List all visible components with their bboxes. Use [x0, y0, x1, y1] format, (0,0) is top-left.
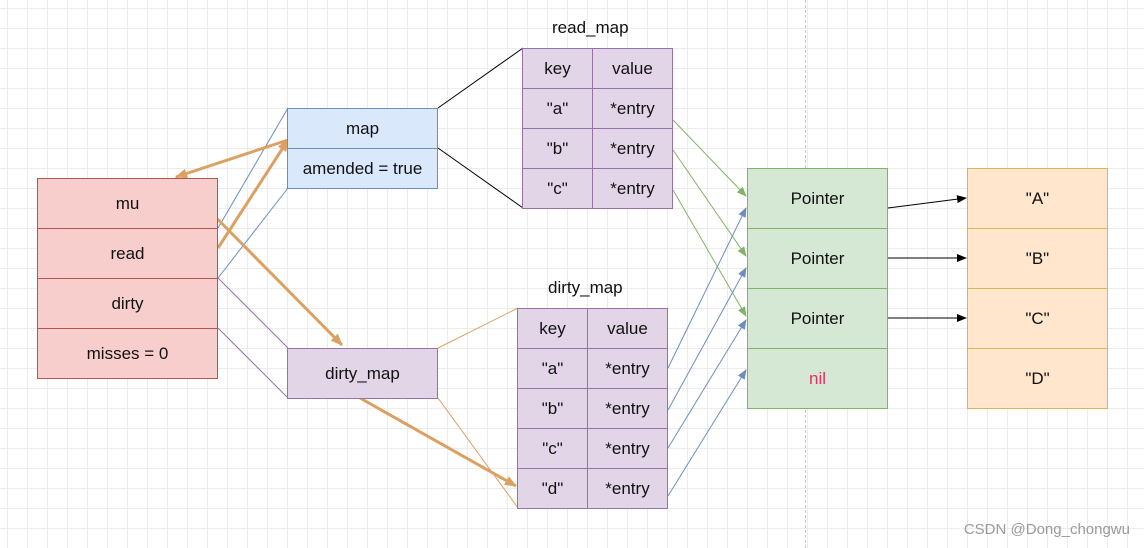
dirty-map-key-b: "b": [517, 388, 588, 429]
blue-arrow-b-to-pointer-2: [667, 267, 747, 411]
dirty-map-title: dirty_map: [548, 278, 623, 297]
read-map-title: read_map: [552, 18, 629, 37]
read-map-value-a: *entry: [592, 88, 673, 129]
read-map-header-key: key: [522, 48, 593, 89]
green-arrow-c-to-pointer-3: [672, 189, 747, 317]
dirty-map-key-d: "d": [517, 468, 588, 509]
dirty-field-to-dirtymap-line-bottom: [217, 327, 289, 399]
dirtyobj-to-dirtymap-line-top: [437, 307, 519, 349]
read-map-key-c: "c": [522, 168, 593, 209]
value-cell-B: "B": [967, 228, 1108, 289]
readonly-field-amended: amended = true: [287, 148, 438, 189]
syncmap-field-read: read: [37, 228, 218, 279]
blue-arrow-d-to-nil: [667, 369, 747, 497]
value-cell-D: "D": [967, 348, 1108, 409]
green-arrow-a-to-pointer-1: [672, 119, 747, 197]
blue-arrow-a-to-pointer-1: [667, 207, 747, 369]
pointer-cell-nil: nil: [747, 348, 888, 409]
read-field-to-map-line: [217, 107, 289, 229]
orange-arrow-dirtymap-to-d: [359, 396, 517, 488]
map-to-readmap-line-top: [437, 47, 524, 109]
readonly-field-map: map: [287, 108, 438, 149]
read-field-to-amended-line: [217, 187, 289, 279]
syncmap-field-mu: mu: [37, 178, 218, 229]
syncmap-field-misses: misses = 0: [37, 328, 218, 379]
map-to-readmap-line-bottom: [437, 147, 524, 209]
dirty-map-value-d: *entry: [587, 468, 668, 509]
dirty-map-header-key: key: [517, 308, 588, 349]
orange-arrow-map-to-mu: [175, 138, 289, 179]
blue-arrow-c-to-pointer-3: [667, 319, 747, 449]
green-arrow-b-to-pointer-2: [672, 149, 747, 257]
value-cell-A: "A": [967, 168, 1108, 229]
read-map-value-b: *entry: [592, 128, 673, 169]
dirtyobj-to-dirtymap-line-bottom: [437, 397, 519, 509]
dirty-map-value-c: *entry: [587, 428, 668, 469]
dirty-map-reference: dirty_map: [287, 348, 438, 399]
dirty-map-key-c: "c": [517, 428, 588, 469]
value-cell-C: "C": [967, 288, 1108, 349]
read-map-value-c: *entry: [592, 168, 673, 209]
dirty-field-to-dirtymap-line-top: [217, 277, 289, 349]
read-map-key-b: "b": [522, 128, 593, 169]
read-map-header-value: value: [592, 48, 673, 89]
read-map-key-a: "a": [522, 88, 593, 129]
black-arrow-pointer-1-to-A: [887, 195, 967, 209]
dirty-map-key-a: "a": [517, 348, 588, 389]
dirty-map-value-b: *entry: [587, 388, 668, 429]
dirty-map-value-a: *entry: [587, 348, 668, 389]
dirty-map-header-value: value: [587, 308, 668, 349]
pointer-cell-2: Pointer: [747, 228, 888, 289]
syncmap-field-dirty: dirty: [37, 278, 218, 329]
pointer-cell-3: Pointer: [747, 288, 888, 349]
watermark-text: CSDN @Dong_chongwu: [963, 521, 1130, 538]
pointer-cell-1: Pointer: [747, 168, 888, 229]
